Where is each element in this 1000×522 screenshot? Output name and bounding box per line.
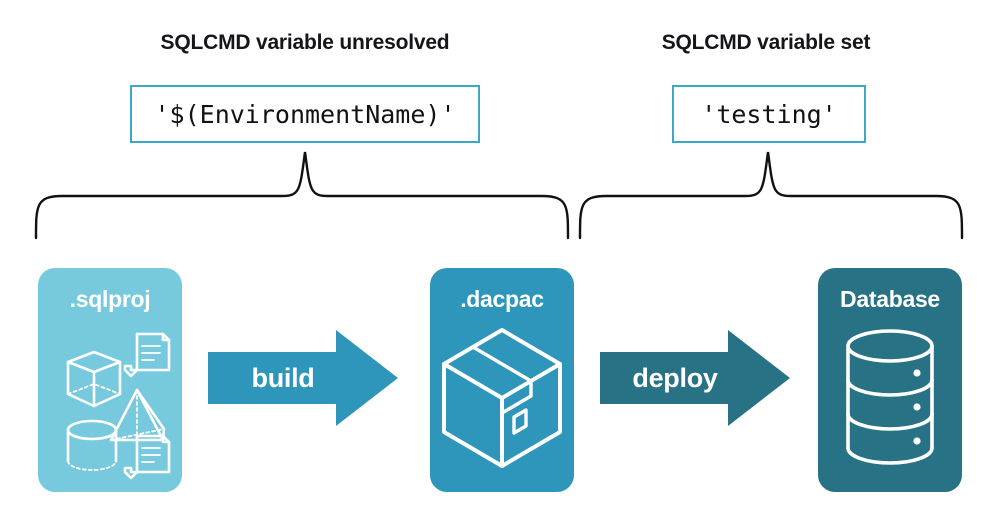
pyramid-icon xyxy=(109,388,166,442)
stage-label-sqlproj: .sqlproj xyxy=(69,286,151,312)
code-box-environment-name: '$(EnvironmentName)' xyxy=(130,85,480,143)
right-brace-icon xyxy=(578,151,964,240)
arrow-deploy: deploy xyxy=(600,330,790,426)
left-brace-icon xyxy=(34,151,570,240)
stage-box-sqlproj[interactable]: .sqlproj xyxy=(38,268,182,492)
cube-icon xyxy=(66,350,122,408)
script-icon xyxy=(123,332,171,378)
database-artwork xyxy=(818,316,962,492)
build-arrow-icon xyxy=(208,330,398,426)
dacpac-artwork xyxy=(430,316,574,492)
code-box-testing: 'testing' xyxy=(672,85,866,143)
package-box-icon xyxy=(442,328,562,468)
header-sqlcmd-variable-unresolved: SQLCMD variable unresolved xyxy=(160,31,450,54)
stage-label-dacpac: .dacpac xyxy=(460,286,544,312)
database-cylinder-icon xyxy=(846,329,934,465)
sqlproj-artwork xyxy=(38,316,182,492)
deploy-arrow-icon xyxy=(600,330,790,426)
stage-box-dacpac[interactable]: .dacpac xyxy=(430,268,574,492)
script-icon xyxy=(123,434,171,480)
header-sqlcmd-variable-set: SQLCMD variable set xyxy=(661,31,871,54)
cylinder-icon xyxy=(66,419,118,471)
stage-label-database: Database xyxy=(840,286,940,312)
stage-box-database[interactable]: Database xyxy=(818,268,962,492)
arrow-build: build xyxy=(208,330,398,426)
